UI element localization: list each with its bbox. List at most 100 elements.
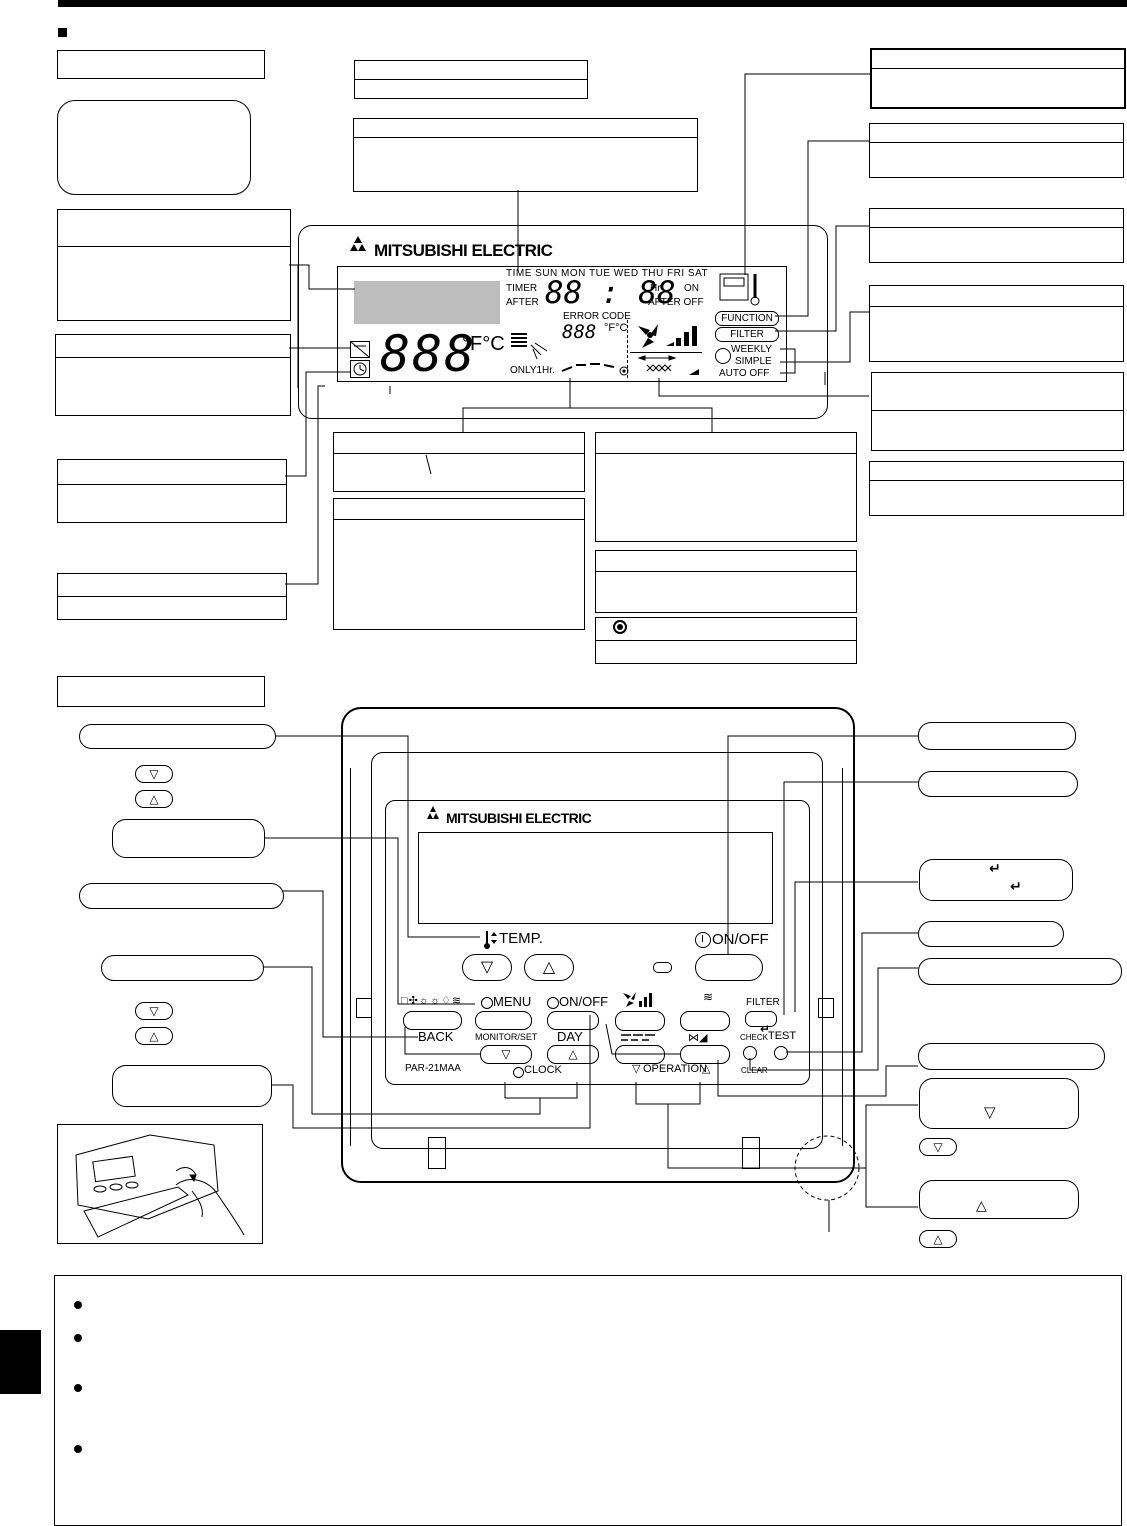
ventilation-icon: [635, 355, 705, 377]
operation-up-symbol: △: [702, 1063, 711, 1075]
temp-down-button[interactable]: ▽: [462, 954, 512, 981]
callout-clock-timer: [353, 118, 698, 192]
louver-button-icon: [619, 1031, 659, 1043]
lcd-filter-indicator: FILTER: [715, 327, 779, 342]
callout-fan-button: [918, 921, 1064, 947]
top-rule: [58, 0, 1127, 7]
filter-label: FILTER: [746, 997, 780, 1008]
clock-down-button[interactable]: ▽: [480, 1045, 532, 1064]
callout-menu-button: [112, 819, 265, 858]
note-bullet-2: [74, 1334, 82, 1342]
lcd-only1hr-label: ONLY1Hr.: [510, 365, 555, 376]
fan-speed-button[interactable]: [615, 1011, 665, 1031]
menu-clock-icon: [481, 997, 493, 1009]
operation-down-key-icon: ▽: [919, 1138, 957, 1156]
clock-up-button[interactable]: △: [547, 1045, 599, 1064]
callout-test-button: [918, 1043, 1105, 1070]
callout-operation-down: [919, 1078, 1079, 1129]
lcd-room-temp-digits: 888: [380, 325, 477, 383]
enter-icon-upper: ↵: [989, 860, 1001, 876]
temp-label: TEMP.: [499, 930, 543, 947]
callout-fan-speed: [333, 498, 585, 630]
menu-button[interactable]: [475, 1011, 532, 1030]
mitsubishi-logo-icon: [346, 236, 370, 258]
callout-sensor-position: [870, 48, 1126, 109]
louver-swing-icon: [560, 358, 632, 378]
lcd-divider-horizontal: [630, 352, 702, 353]
callout-clock-buttons: [112, 1065, 272, 1107]
controller-side-line-left: [350, 768, 351, 1146]
note-bullet-4: [74, 1445, 82, 1453]
callout-central-control: [57, 209, 291, 321]
lcd-error-unit: °F°C: [604, 322, 628, 334]
temp-up-button[interactable]: △: [524, 954, 574, 981]
callout-timer-mode: [869, 285, 1124, 362]
fan-button-icon: [622, 990, 652, 1008]
callout-function: [869, 123, 1124, 178]
vane-icon: [511, 331, 551, 361]
clock-down-key-icon: ▽: [135, 1002, 173, 1020]
controller-brand-name: MITSUBISHI ELECTRIC: [446, 810, 592, 826]
operation-down-arrow: ▽: [984, 1104, 996, 1121]
test-label: TEST: [768, 1030, 797, 1042]
check-label: CHECK: [740, 1033, 769, 1042]
vane-button-icon: ≋: [703, 990, 714, 1004]
fan-speed-icon: [636, 320, 706, 350]
language-side-tab: [0, 1330, 41, 1394]
lcd-timer-label: TIMER: [506, 283, 538, 294]
lcd-after-off-label: AFTER OFF: [648, 297, 704, 308]
callout-temp-buttons: [79, 724, 276, 749]
thermometer-icon: [483, 930, 497, 950]
test-button[interactable]: [774, 1046, 788, 1060]
notes-box: [54, 1275, 1122, 1526]
section-marker: [58, 28, 67, 37]
ventilation-button[interactable]: [680, 1045, 730, 1064]
controller-hinge-left: [356, 998, 372, 1018]
central-control-gray-area: [354, 281, 500, 324]
mode-icons-label: □✣☼☼♢≋: [401, 995, 463, 1007]
note-bullet-1: [74, 1301, 82, 1309]
onoff-button[interactable]: [695, 954, 763, 981]
temp-down-key-icon: ▽: [135, 765, 173, 783]
clock-label-icon: [513, 1067, 524, 1078]
lcd-after-label: AFTER: [506, 297, 539, 308]
display-note-rounded: [57, 100, 251, 195]
operation-label: OPERATION: [643, 1063, 707, 1075]
back-label: BACK: [418, 1029, 454, 1044]
callout-day-of-week: [354, 60, 588, 99]
power-icon: [695, 932, 711, 948]
lcd-function-indicator: FUNCTION: [715, 311, 779, 326]
callout-enter-button: [919, 859, 1073, 901]
controller-side-line-right: [842, 768, 843, 1146]
ventilation-button-icon: ⋈◢: [688, 1032, 708, 1044]
temp-up-key-icon: △: [135, 790, 173, 808]
clock-label: CLOCK: [524, 1064, 562, 1076]
note-bullet-3: [74, 1384, 82, 1392]
lcd-timer-clock-icon: [715, 348, 731, 364]
operation-up-arrow: △: [976, 1197, 987, 1213]
lcd-auto-off-label: AUTO OFF: [719, 368, 770, 379]
operation-down-symbol: ▽: [632, 1063, 641, 1075]
callout-back-button: [79, 883, 284, 909]
lcd-weekly-label: WEEKLY: [731, 344, 772, 355]
lcd-clock-digits: 88 : 88: [545, 275, 676, 311]
mode-button[interactable]: [403, 1011, 462, 1030]
vane-button[interactable]: [680, 1011, 730, 1031]
operation-lamp: [653, 962, 672, 973]
lcd-simple-label: SIMPLE: [735, 356, 772, 367]
thermo-sensor-icon: [718, 270, 762, 306]
callout-operation-up: [919, 1180, 1079, 1219]
callout-vane: [333, 432, 585, 492]
controller-hinge-right: [818, 998, 834, 1018]
check-button[interactable]: [743, 1046, 757, 1060]
callout-power-on: [595, 617, 857, 664]
callout-filter-button: [918, 771, 1078, 797]
controller-logo-icon: [423, 806, 443, 824]
timer-onoff-button[interactable]: [547, 1011, 599, 1030]
callout-room-temperature: [57, 459, 287, 523]
timer-clock-icon: [350, 360, 370, 378]
callout-operation-mode: [595, 550, 857, 613]
lcd-error-code-label: ERROR CODE: [563, 311, 631, 322]
lcd-on-label: ON: [684, 283, 699, 294]
display-section-header: [57, 50, 265, 79]
